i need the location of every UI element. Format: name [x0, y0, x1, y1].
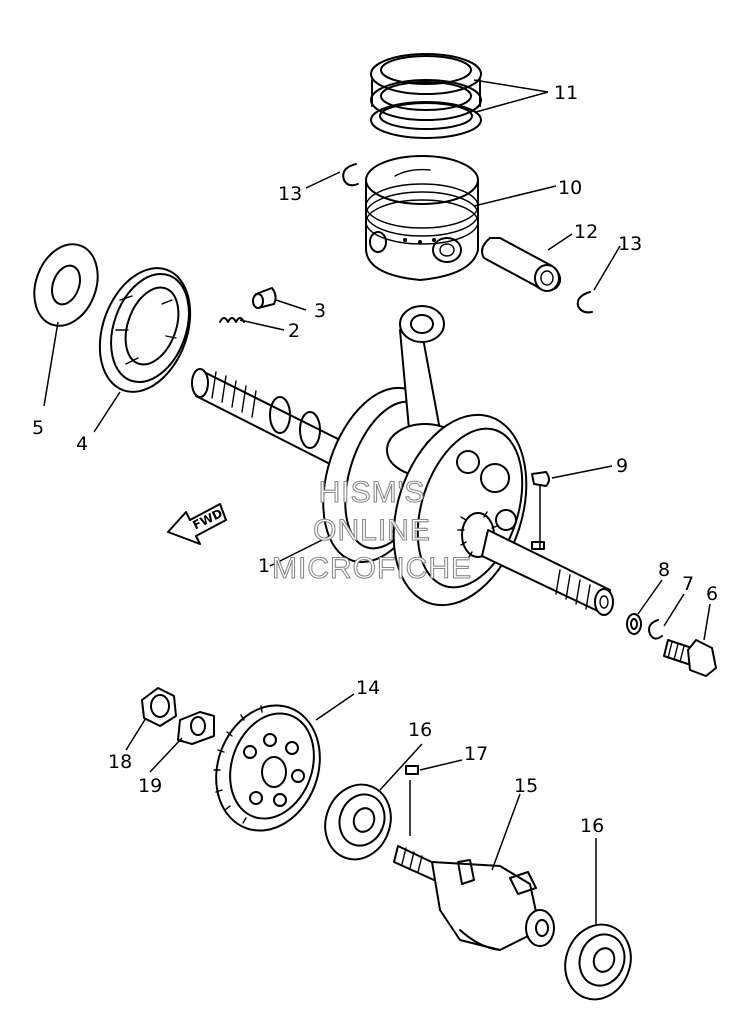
plunger: [252, 287, 277, 309]
plain-washer: [626, 613, 642, 635]
circlip-left: [342, 163, 359, 187]
crankshaft-assembly: [191, 305, 614, 616]
callout-8: 8: [658, 559, 670, 581]
callout-13-right: 13: [618, 233, 642, 255]
balancer-key: [405, 765, 419, 775]
balancer-shaft: [393, 845, 555, 951]
callout-18: 18: [108, 751, 132, 773]
callout-10: 10: [558, 177, 582, 199]
callout-19: 19: [138, 775, 162, 797]
one-way-clutch: [98, 267, 192, 393]
bearing-upper: [324, 783, 392, 861]
callout-16-lower: 16: [580, 815, 604, 837]
callout-11: 11: [554, 82, 578, 104]
bearing-lower: [564, 923, 632, 1001]
watermark-line-1: HISM'S: [319, 476, 426, 509]
callout-6: 6: [706, 583, 718, 605]
callout-2: 2: [288, 320, 300, 342]
callout-3: 3: [314, 300, 326, 322]
callout-14: 14: [356, 677, 380, 699]
callout-16-upper: 16: [408, 719, 432, 741]
circlip-right: [576, 291, 593, 314]
callout-1: 1: [258, 555, 270, 577]
callout-13-left: 13: [278, 183, 302, 205]
piston-rings: [370, 53, 482, 139]
leader-lines: [43, 79, 711, 924]
callout-7: 7: [682, 573, 694, 595]
callout-12: 12: [574, 221, 598, 243]
lock-washer-tab: [177, 711, 215, 745]
watermark-line-2: ONLINE: [313, 514, 431, 547]
spring: [219, 317, 245, 323]
callout-numbers: 11 10 13 12 13 3 2 5 4 9 1 8 7 6 14 16 1…: [32, 82, 718, 837]
shim-washer: [33, 243, 99, 327]
callout-4: 4: [76, 433, 88, 455]
watermark-line-3: MICROFICHE: [272, 552, 472, 585]
forward-direction-arrow: FWD: [167, 503, 227, 545]
nut: [141, 687, 177, 727]
watermark: HISM'S ONLINE MICROFICHE: [271, 475, 472, 585]
callout-17: 17: [464, 743, 488, 765]
lock-washer: [648, 619, 663, 640]
callout-15: 15: [514, 775, 538, 797]
piston-pin: [481, 237, 562, 292]
callout-5: 5: [32, 417, 44, 439]
callout-9: 9: [616, 455, 628, 477]
woodruff-key: [531, 471, 550, 487]
bolt: [663, 639, 717, 677]
balancer-drive-gear: [213, 704, 321, 832]
piston: [365, 155, 479, 281]
